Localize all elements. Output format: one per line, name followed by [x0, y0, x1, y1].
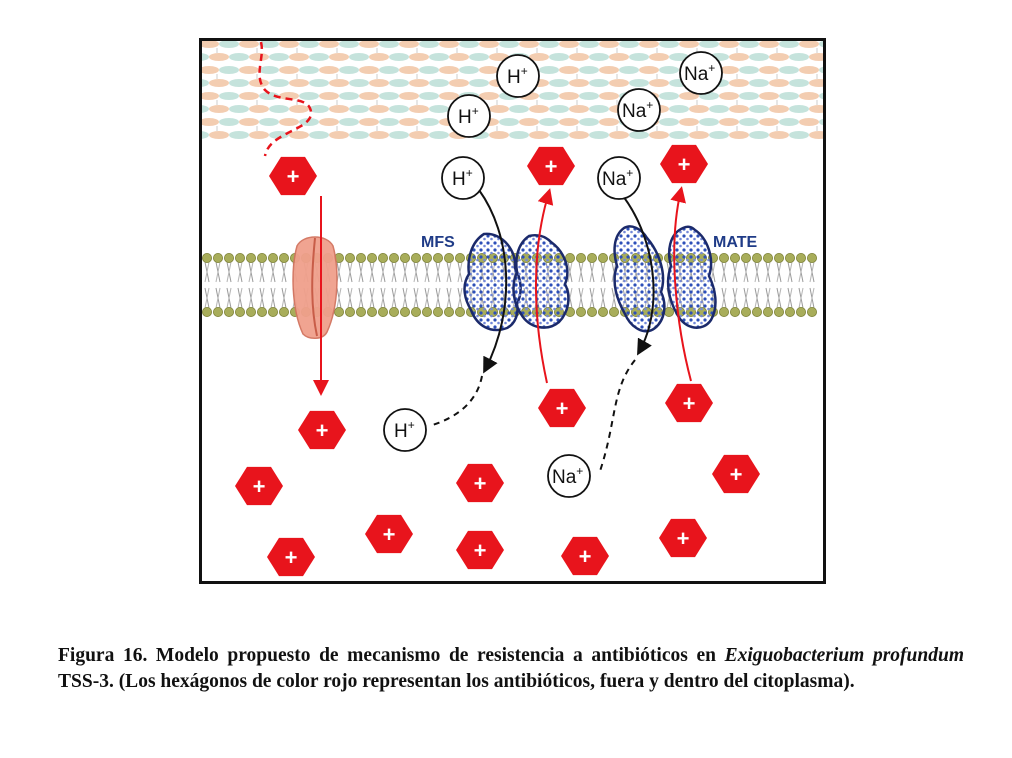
svg-text:+: +: [545, 154, 558, 179]
sodium-dashed-path: [598, 359, 636, 475]
proton-ion: H+: [441, 156, 485, 200]
svg-text:Na+: Na+: [622, 98, 653, 122]
svg-text:H+: H+: [458, 104, 479, 128]
mfs-label: MFS: [421, 234, 455, 251]
svg-text:Na+: Na+: [602, 166, 633, 190]
antibiotic-hexagon: +: [365, 514, 413, 554]
svg-text:+: +: [683, 391, 696, 416]
svg-text:+: +: [677, 526, 690, 551]
antibiotic-hexagon: +: [712, 454, 760, 494]
svg-text:+: +: [474, 471, 487, 496]
svg-text:+: +: [383, 522, 396, 547]
svg-text:+: +: [285, 545, 298, 570]
antibiotic-hexagon: +: [538, 388, 586, 428]
antibiotic-hexagon: +: [235, 466, 283, 506]
antibiotic-hexagon: +: [665, 383, 713, 423]
svg-text:+: +: [316, 418, 329, 443]
sodium-ion: Na+: [617, 88, 661, 132]
svg-text:H+: H+: [394, 418, 415, 442]
antibiotic-hexagon: +: [269, 156, 317, 196]
svg-text:H+: H+: [452, 166, 473, 190]
proton-dashed-path: [428, 375, 483, 427]
antibiotic-hexagon: +: [267, 537, 315, 577]
mfs-drug-efflux-arrow: [535, 188, 554, 384]
antibiotic-hexagon: +: [659, 518, 707, 558]
antibiotic-hexagon: +: [456, 463, 504, 503]
figure-caption: Figura 16. Modelo propuesto de mecanismo…: [58, 643, 964, 695]
proton-ion: H+: [383, 408, 427, 452]
sodium-ion: Na+: [597, 156, 641, 200]
proton-influx-arrow: [478, 189, 508, 374]
svg-text:H+: H+: [507, 64, 528, 88]
sodium-influx-arrow: [618, 190, 655, 356]
mate-label: MATE: [713, 234, 757, 251]
svg-text:Na+: Na+: [552, 464, 583, 488]
svg-text:+: +: [287, 164, 300, 189]
svg-text:+: +: [579, 544, 592, 569]
antibiotic-hexagon: +: [561, 536, 609, 576]
antibiotic-hexagon: +: [456, 530, 504, 570]
mfs-transporter: [463, 232, 570, 332]
svg-text:+: +: [474, 538, 487, 563]
antibiotic-hexagon: +: [660, 144, 708, 184]
porin-channel: [292, 236, 338, 339]
sodium-ion: Na+: [679, 51, 723, 95]
proton-ion: H+: [496, 54, 540, 98]
mechanism-diagram: MFS MATE H+ Na+ H+ Na+ H+ Na+ H+ Na+ + + + + + + + + + +…: [199, 38, 826, 584]
drug-entry-dashed-path: [258, 41, 313, 157]
svg-text:+: +: [556, 396, 569, 421]
antibiotic-hexagon: +: [527, 146, 575, 186]
svg-text:Na+: Na+: [684, 61, 715, 85]
caption-species: Exiguobacterium profundum: [724, 645, 964, 666]
mate-transporter: [613, 225, 717, 333]
caption-prefix: Figura 16. Modelo propuesto de mecanismo…: [58, 645, 725, 666]
caption-suffix: TSS-3. (Los hexágonos de color rojo repr…: [58, 671, 855, 692]
proton-ion: H+: [447, 94, 491, 138]
mate-drug-efflux-arrow: [670, 186, 692, 382]
svg-text:+: +: [253, 474, 266, 499]
sodium-ion: Na+: [547, 454, 591, 498]
svg-text:+: +: [730, 462, 743, 487]
svg-text:+: +: [678, 152, 691, 177]
antibiotic-hexagon: +: [298, 410, 346, 450]
